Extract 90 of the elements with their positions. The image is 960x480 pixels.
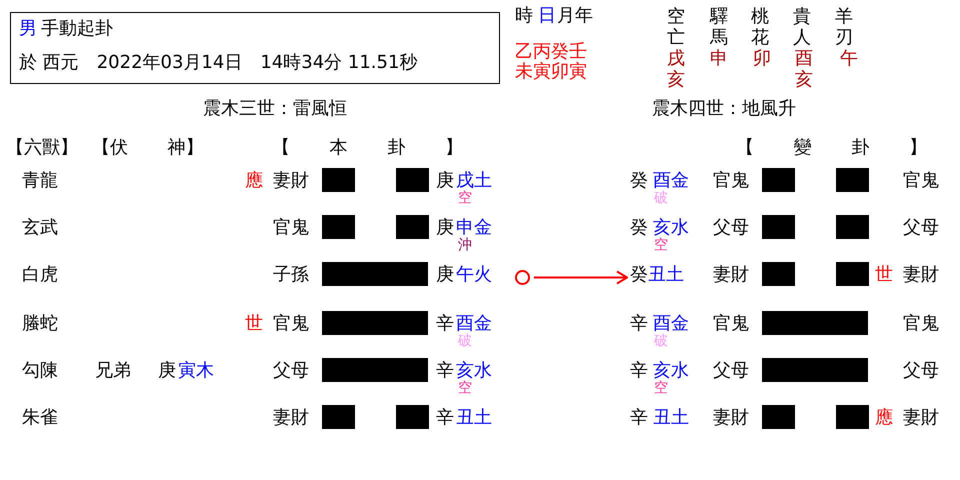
branch-label: 酉金 <box>456 314 492 334</box>
pillar-label: 時 <box>515 6 533 26</box>
moving-line-circle <box>515 270 530 285</box>
marker-label: 世 <box>875 265 893 285</box>
branch-label: 申金 <box>456 218 492 238</box>
stem-label: 庚 <box>436 171 454 191</box>
marker-label: 世 <box>245 314 263 334</box>
six-spirit-label: 白虎 <box>22 265 58 285</box>
stem-label: 辛 <box>630 314 648 334</box>
shensha-label: 空亡 <box>667 6 686 48</box>
arrow <box>534 270 628 284</box>
shensha-branch: 戌亥 <box>667 48 686 90</box>
column-header: 【伏 神】 <box>92 138 204 158</box>
relation-label: 父母 <box>713 361 749 381</box>
relation-label: 官鬼 <box>903 314 939 334</box>
status-mark: 空 <box>654 381 668 396</box>
relation-label: 妻財 <box>903 265 939 285</box>
status-mark: 破 <box>654 334 668 349</box>
relation-label: 父母 <box>903 218 939 238</box>
date-text: 於 西元 2022年03月14日 14時34分 11.51秒 <box>19 53 418 73</box>
relation-label: 妻財 <box>713 265 749 285</box>
status-mark: 空 <box>458 191 472 206</box>
six-spirit-label: 青龍 <box>22 171 58 191</box>
branch-label: 酉金 <box>653 314 689 334</box>
marker-label: 應 <box>245 171 263 191</box>
status-mark: 破 <box>654 191 668 206</box>
stem-label: 癸 <box>630 171 648 191</box>
stem-label: 庚 <box>436 218 454 238</box>
relation-label: 妻財 <box>713 408 749 428</box>
shensha-label: 驛馬 <box>710 6 729 48</box>
relation-label: 官鬼 <box>273 314 309 334</box>
stem-label: 辛 <box>436 361 454 381</box>
stem-label: 癸 <box>630 264 648 285</box>
six-spirit-label: 螣蛇 <box>22 314 58 334</box>
relation-label: 妻財 <box>903 408 939 428</box>
shensha-label: 桃花 <box>751 6 770 48</box>
branch-label: 亥水 <box>653 218 689 238</box>
hexagram-title: 震木四世：地風升 <box>652 99 796 119</box>
status-mark: 破 <box>458 334 472 349</box>
shensha-branch: 酉亥 <box>795 48 814 90</box>
column-header: 【六獸】 <box>6 138 78 158</box>
pillar-stems: 乙丙癸壬 <box>515 42 587 62</box>
gender-label: 男 <box>19 19 37 39</box>
status-mark: 空 <box>458 381 472 396</box>
method-label: 手動起卦 <box>41 19 113 39</box>
relation-label: 官鬼 <box>273 218 309 238</box>
relation-label: 妻財 <box>273 408 309 428</box>
relation-label: 兄弟 <box>95 361 131 381</box>
relation-label: 父母 <box>273 361 309 381</box>
branch-label: 丑土 <box>648 264 684 285</box>
marker-label: 應 <box>875 408 893 428</box>
relation-label: 妻財 <box>273 171 309 191</box>
branch-label: 寅木 <box>178 361 214 381</box>
pillar-label: 月年 <box>557 6 593 26</box>
branch-label: 丑土 <box>456 408 492 428</box>
pillar-branches: 未寅卯寅 <box>515 62 587 82</box>
header-box <box>10 12 500 84</box>
relation-label: 官鬼 <box>903 171 939 191</box>
relation-label: 官鬼 <box>713 171 749 191</box>
six-spirit-label: 玄武 <box>22 218 58 238</box>
branch-label: 戌土 <box>456 171 492 191</box>
branch-label: 亥水 <box>456 361 492 381</box>
hexagram-title: 震木三世：雷風恒 <box>203 99 347 119</box>
status-mark: 沖 <box>458 238 472 253</box>
branch-label: 酉金 <box>653 171 689 191</box>
stem-label: 癸 <box>630 218 648 238</box>
stem-label: 庚 <box>436 265 454 285</box>
shensha-label: 羊刃 <box>835 6 854 48</box>
stem-label: 庚 <box>158 361 176 381</box>
shensha-branch: 卯 <box>753 48 772 69</box>
relation-label: 官鬼 <box>713 314 749 334</box>
branch-label: 亥水 <box>653 361 689 381</box>
shensha-label: 貴人 <box>793 6 812 48</box>
column-header: 【 本 卦 】 <box>272 138 464 158</box>
relation-label: 子孫 <box>273 265 309 285</box>
relation-label: 父母 <box>713 218 749 238</box>
branch-label: 午火 <box>456 265 492 285</box>
stem-label: 辛 <box>436 408 454 428</box>
status-mark: 空 <box>654 238 668 253</box>
shensha-branch: 午 <box>840 48 859 69</box>
stem-label: 辛 <box>630 361 648 381</box>
branch-label: 丑土 <box>653 408 689 428</box>
six-spirit-label: 朱雀 <box>22 408 58 428</box>
six-spirit-label: 勾陳 <box>22 361 58 381</box>
relation-label: 父母 <box>903 361 939 381</box>
column-header: 【 變 卦 】 <box>736 138 928 158</box>
pillar-label: 日 <box>538 6 556 26</box>
stem-label: 辛 <box>630 408 648 428</box>
shensha-branch: 申 <box>710 48 729 69</box>
stem-label: 辛 <box>436 314 454 334</box>
